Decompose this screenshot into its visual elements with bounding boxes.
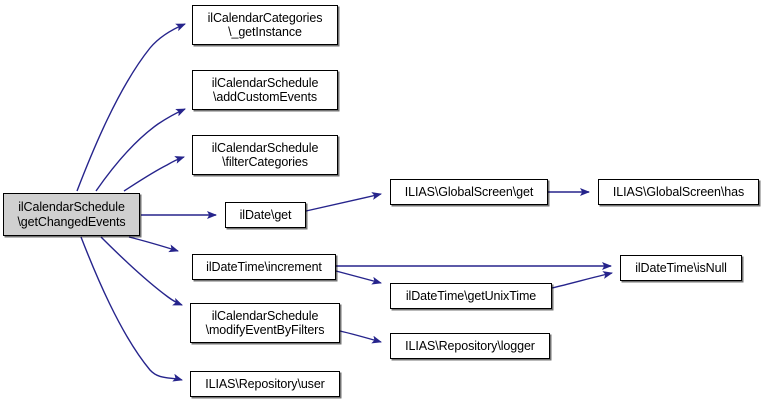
node-label-line1: ILIAS\GlobalScreen\get	[404, 184, 534, 199]
graph-node-ildatetime_increment[interactable]: ilDateTime\increment	[192, 254, 336, 280]
graph-node-root[interactable]: ilCalendarSchedule\getChangedEvents	[3, 193, 140, 236]
graph-node-categories_getinstance[interactable]: ilCalendarCategories\_getInstance	[192, 5, 338, 45]
graph-node-addcustomevents[interactable]: ilCalendarSchedule\addCustomEvents	[192, 70, 338, 110]
node-label-line1: ilDate\get	[239, 207, 292, 222]
graph-node-globalscreen_has[interactable]: ILIAS\GlobalScreen\has	[598, 179, 759, 205]
node-label-line1: ilCalendarCategories	[207, 10, 323, 25]
graph-edge-root-to-modifyeventbyfilters	[100, 236, 183, 306]
graph-edge-modifyeventbyfilters-to-repository_logger	[339, 330, 382, 344]
node-label-line1: ilCalendarSchedule	[211, 140, 319, 155]
node-label-line2: \addCustomEvents	[212, 90, 317, 104]
graph-node-filtercategories[interactable]: ilCalendarSchedule\filterCategories	[192, 135, 338, 175]
graph-edge-root-to-repository_user	[80, 236, 183, 382]
graph-node-ildatetime_getunixtime[interactable]: ilDateTime\getUnixTime	[390, 283, 552, 309]
node-label-line1: ilDateTime\increment	[206, 259, 322, 274]
node-label-line1: ilCalendarSchedule	[211, 75, 319, 90]
graph-edge-ildate_get-to-globalscreen_get	[305, 192, 382, 212]
graph-edge-root-to-filtercategories	[123, 156, 185, 192]
graph-node-modifyeventbyfilters[interactable]: ilCalendarSchedule\modifyEventByFilters	[190, 303, 340, 343]
node-label-line1: ILIAS\Repository\user	[205, 376, 325, 391]
node-label-line1: ILIAS\GlobalScreen\has	[612, 184, 745, 199]
node-label-line1: ILIAS\Repository\logger	[405, 338, 535, 353]
graph-node-ildatetime_isnull[interactable]: ilDateTime\isNull	[620, 255, 742, 281]
graph-node-globalscreen_get[interactable]: ILIAS\GlobalScreen\get	[390, 179, 548, 205]
graph-edge-ildatetime_increment-to-ildatetime_getunixtime	[335, 270, 382, 285]
graph-edge-root-to-addcustomevents	[95, 108, 186, 192]
node-label-line1: ilDateTime\isNull	[635, 260, 727, 275]
node-label-line1: ilDateTime\getUnixTime	[405, 288, 537, 303]
graph-node-repository_user[interactable]: ILIAS\Repository\user	[190, 371, 340, 397]
node-label-line2: \modifyEventByFilters	[205, 323, 325, 337]
graph-node-ildate_get[interactable]: ilDate\get	[225, 202, 306, 228]
node-label-line2: \filterCategories	[222, 155, 308, 169]
graph-edge-root-to-categories_getinstance	[76, 23, 186, 192]
graph-node-repository_logger[interactable]: ILIAS\Repository\logger	[390, 333, 550, 359]
node-label-line1: ilCalendarSchedule	[18, 200, 125, 214]
graph-edge-root-to-ildatetime_increment	[128, 236, 179, 253]
node-label-line2: \getChangedEvents	[17, 214, 126, 229]
node-label-line1: ilCalendarSchedule	[211, 308, 319, 323]
node-label-line2: \_getInstance	[228, 25, 302, 39]
graph-edge-ildatetime_getunixtime-to-ildatetime_isnull	[551, 271, 613, 289]
